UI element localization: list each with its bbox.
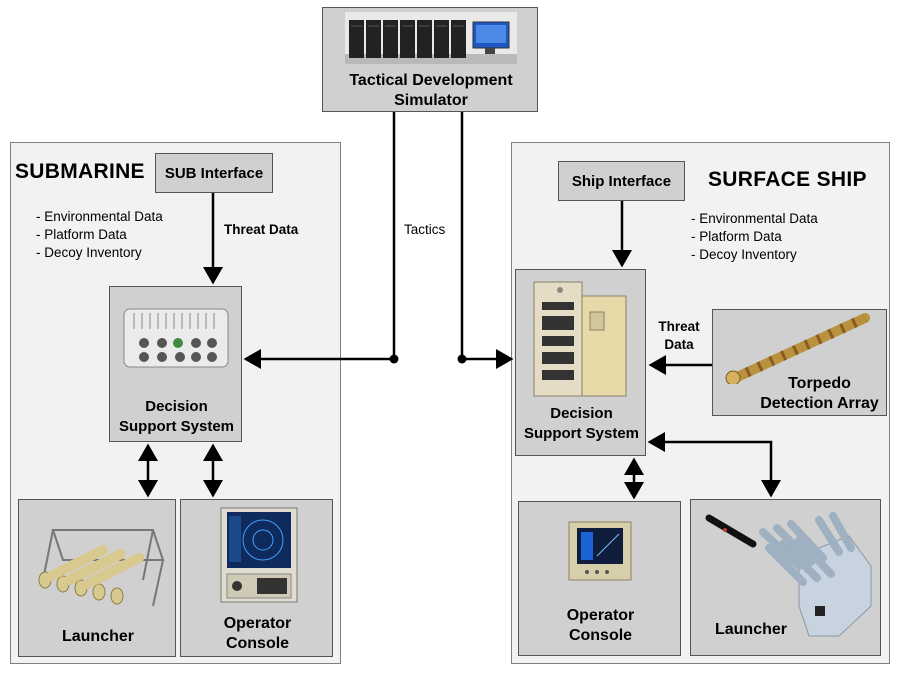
sub-dss-label-line1: Decision (145, 398, 208, 415)
surface-threat-label-line1: Threat (658, 319, 700, 334)
sub-console-label: Operator Console (181, 614, 334, 654)
tactics-junction-left (389, 354, 399, 364)
sub-threat-data-label: Threat Data (224, 222, 299, 237)
surface-dss-image (533, 281, 627, 397)
sub-operator-console: Operator Console (180, 499, 333, 657)
surface-ship-heading: SURFACE SHIP (708, 168, 867, 191)
torpedo-array-label-line1: Torpedo (788, 375, 851, 392)
surface-threat-label-line2: Data (664, 337, 694, 352)
sub-dss-label-line2: Support System (118, 418, 235, 435)
surface-data-list: - Environmental Data - Platform Data - D… (691, 210, 818, 264)
submarine-heading: SUBMARINE (15, 160, 145, 183)
tactics-label: Tactics (404, 222, 446, 237)
surface-decision-support-system: Decision Support System (515, 269, 646, 456)
sub-dss-label: Decision Support System (110, 397, 243, 437)
tactics-to-sub-dss-arrow (243, 112, 396, 369)
submarine-data-item: - Environmental Data (36, 209, 163, 224)
tactics-to-surface-dss-arrow (460, 112, 514, 369)
simulator-title-line1: Tactical Development (349, 72, 513, 89)
submarine-data-item: - Platform Data (36, 227, 127, 242)
simulator-title-line2: Simulator (394, 92, 468, 109)
surface-data-item: - Environmental Data (691, 211, 818, 226)
sub-launcher-image (38, 529, 165, 607)
sub-decision-support-system: Decision Support System (109, 286, 242, 442)
surface-operator-console: Operator Console (518, 501, 681, 656)
tactical-development-simulator: Tactical Development Simulator (322, 7, 538, 112)
sub-console-label-line1: Operator (223, 615, 292, 632)
sub-console-label-line2: Console (225, 635, 290, 652)
server-rack-image (345, 12, 517, 64)
sub-dss-image (123, 308, 229, 368)
sub-interface-box: SUB Interface (155, 153, 273, 193)
simulator-title: Tactical Development Simulator (323, 71, 539, 111)
surface-console-label-line2: Console (568, 627, 633, 644)
torpedo-array-image (725, 313, 870, 384)
surface-launcher-label: Launcher (714, 621, 787, 638)
surface-dss-launcher-arrow (647, 432, 781, 498)
surface-dss-label: Decision Support System (516, 404, 647, 444)
surface-launcher-image (705, 512, 872, 637)
surface-dss-label-line1: Decision (550, 405, 613, 422)
submarine-data-item: - Decoy Inventory (36, 245, 142, 260)
tactics-junction-right (457, 354, 467, 364)
ship-interface-box: Ship Interface (558, 161, 685, 201)
sub-launcher: Launcher (18, 499, 176, 657)
surface-launcher: Launcher (690, 499, 881, 656)
submarine-data-list: - Environmental Data - Platform Data - D… (36, 208, 163, 262)
torpedo-array-label-line2: Detection Array (760, 395, 879, 412)
torpedo-array-label: Torpedo Detection Array (751, 374, 888, 414)
surface-console-label: Operator Console (519, 606, 682, 646)
surface-dss-label-line2: Support System (523, 425, 640, 442)
surface-threat-data-label: Threat Data (653, 318, 705, 354)
surface-console-image (568, 521, 632, 581)
torpedo-detection-array: Torpedo Detection Array (712, 309, 887, 416)
sub-console-image (220, 507, 298, 603)
sub-launcher-label: Launcher (61, 628, 134, 645)
surface-data-item: - Platform Data (691, 229, 782, 244)
surface-console-label-line1: Operator (566, 607, 635, 624)
surface-data-item: - Decoy Inventory (691, 247, 797, 262)
